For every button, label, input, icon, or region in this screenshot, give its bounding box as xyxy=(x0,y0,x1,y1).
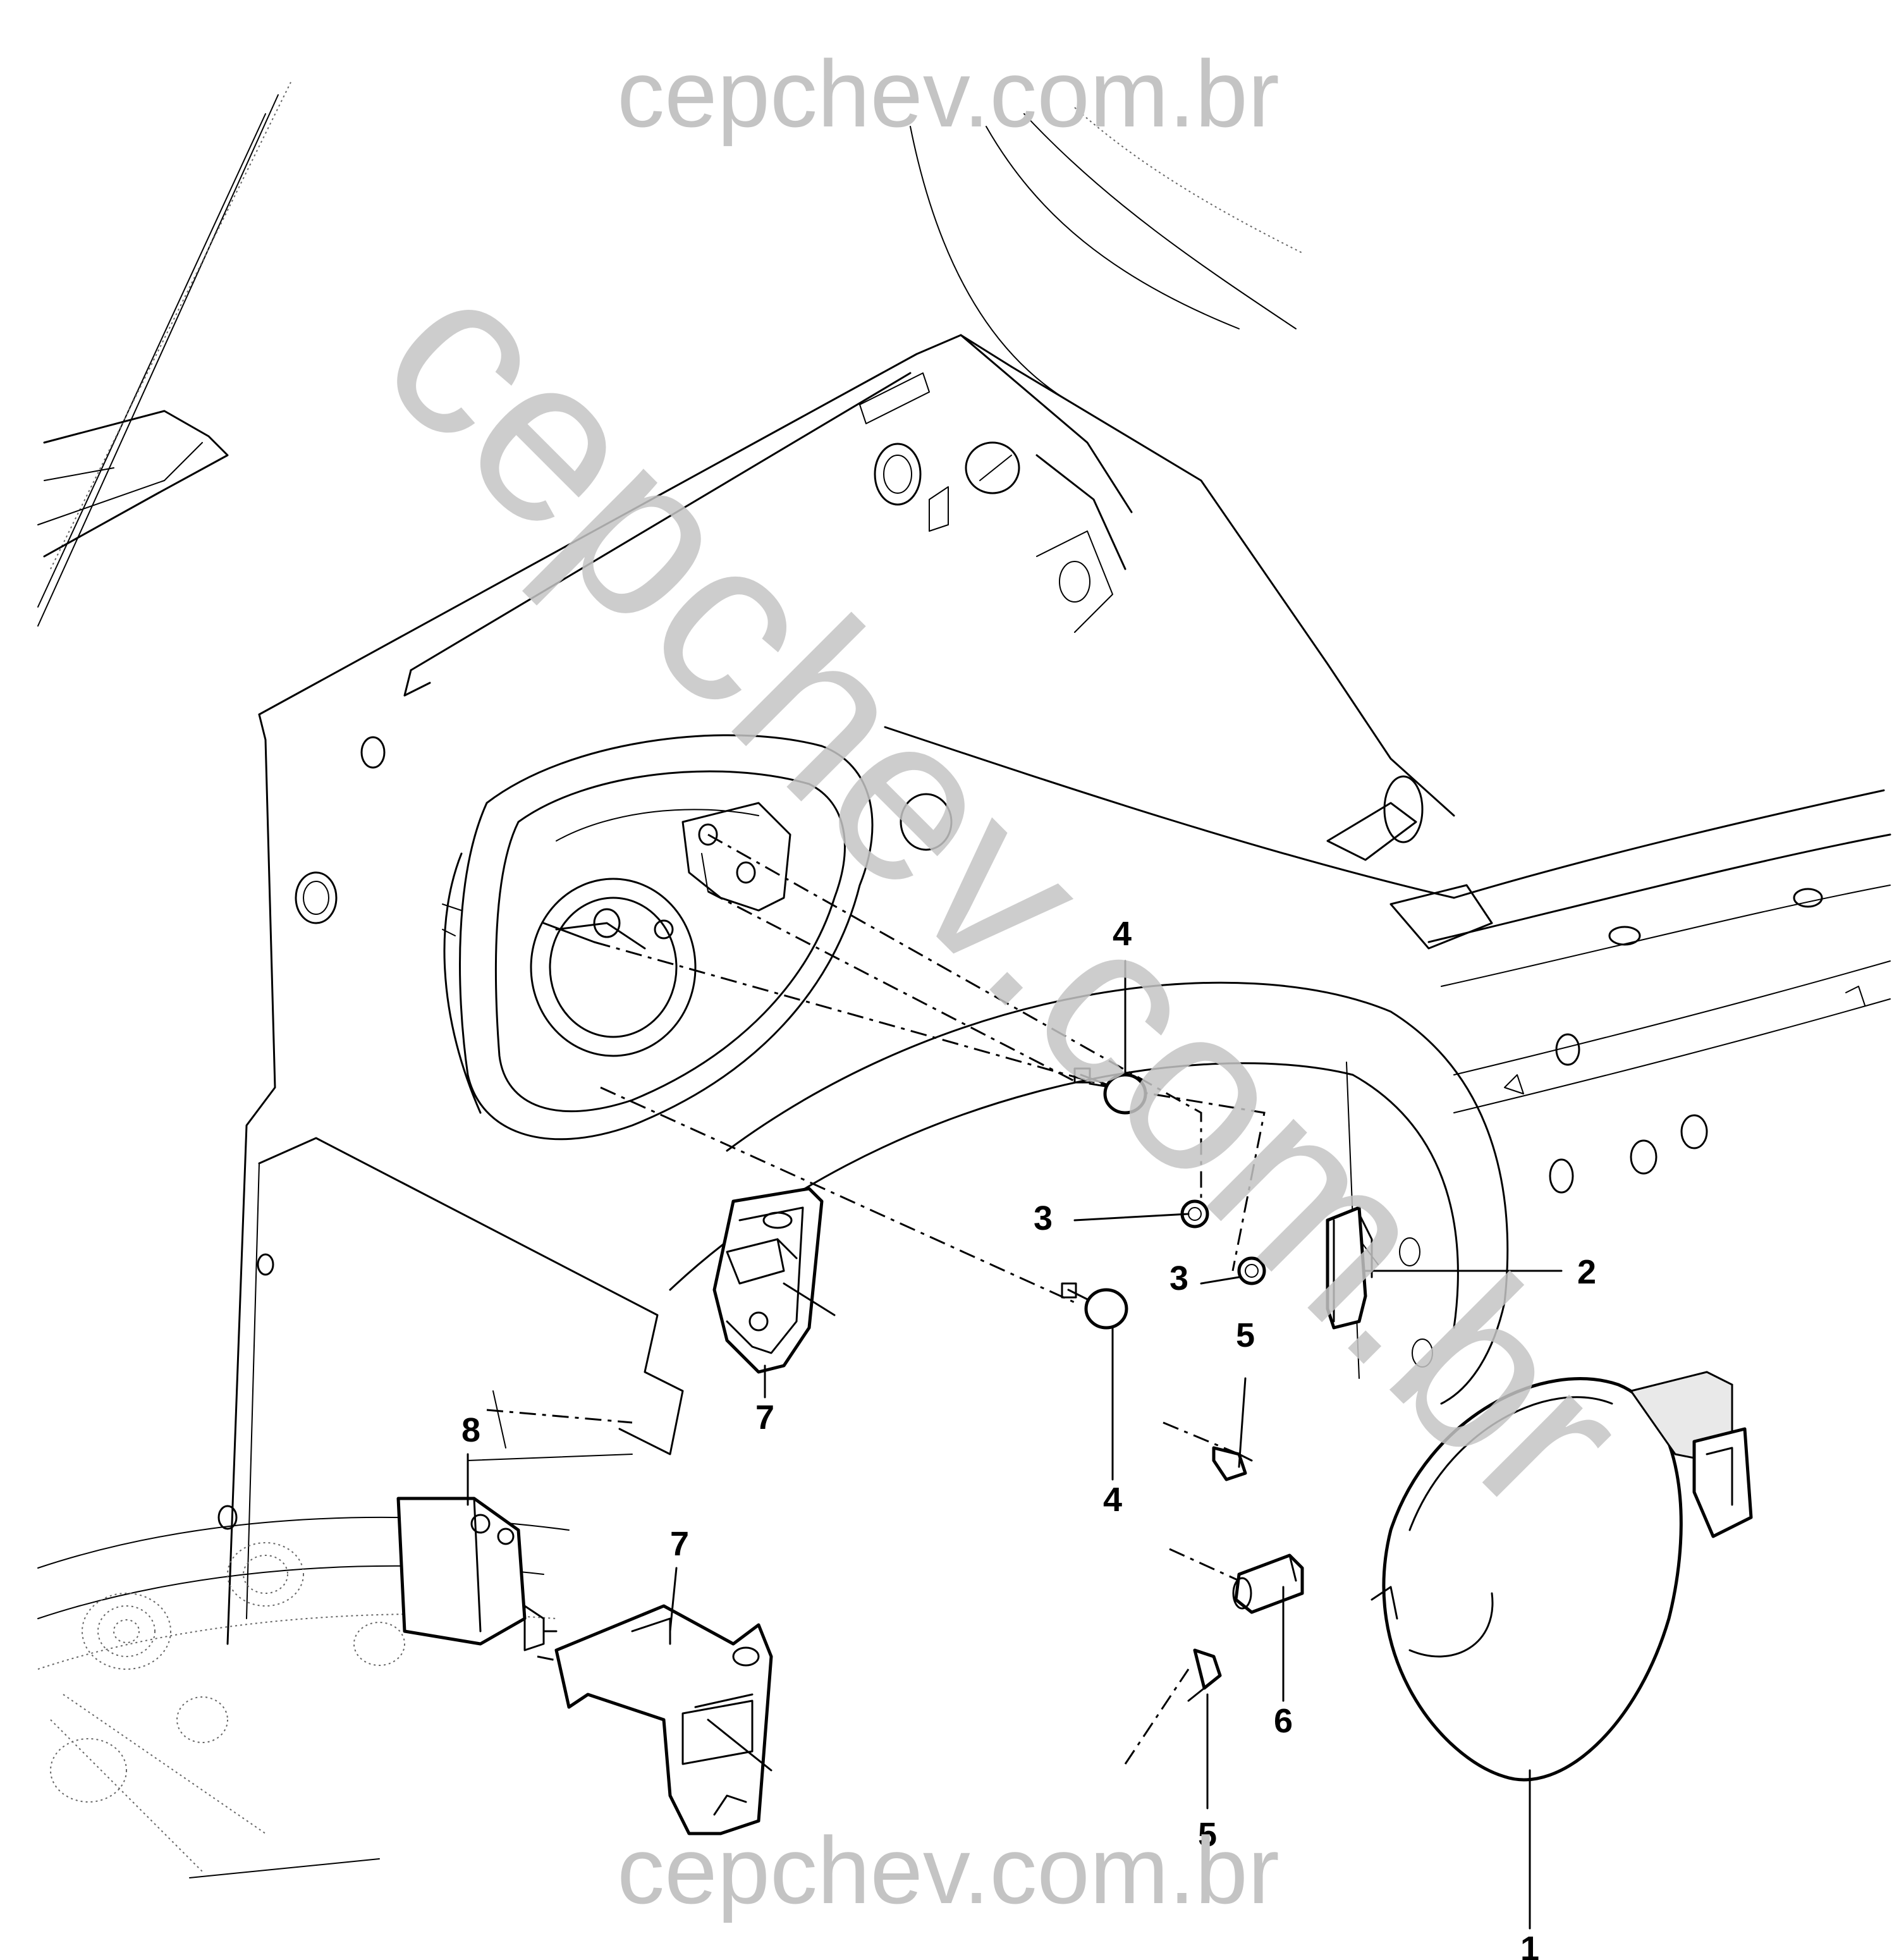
floor-rings xyxy=(50,1542,405,1803)
latch-bracket-upper xyxy=(712,1187,836,1374)
leader-lines xyxy=(467,960,1563,1930)
callout-3-upper: 3 xyxy=(1034,1199,1053,1237)
callouts: 1 2 3 3 4 4 5 5 6 7 7 8 xyxy=(461,915,1596,1960)
assembly-lines xyxy=(486,833,1266,1765)
callout-5-upper: 5 xyxy=(1236,1316,1255,1354)
callout-6: 6 xyxy=(1274,1702,1293,1740)
callout-7-upper: 7 xyxy=(755,1399,774,1436)
callout-2: 2 xyxy=(1577,1253,1596,1291)
callout-5-lower: 5 xyxy=(1198,1816,1217,1854)
pin-lower xyxy=(1187,1648,1222,1702)
callout-8: 8 xyxy=(461,1411,480,1449)
fuel-door xyxy=(1371,1371,1753,1782)
bumper-lower xyxy=(1061,1282,1128,1330)
callout-3-lower: 3 xyxy=(1169,1259,1188,1297)
actuator xyxy=(396,1497,558,1651)
pin-upper xyxy=(1212,1446,1253,1481)
plunger xyxy=(1232,1553,1304,1614)
callout-1: 1 xyxy=(1520,1930,1539,1960)
callout-7-lower: 7 xyxy=(670,1525,689,1563)
callout-4-lower: 4 xyxy=(1103,1481,1122,1519)
latch-housing-lower xyxy=(554,1604,773,1835)
callout-4-upper: 4 xyxy=(1113,915,1132,953)
screw-lower xyxy=(1237,1256,1266,1285)
body-structure xyxy=(37,82,1891,1878)
seal-strip xyxy=(1326,1206,1373,1330)
watermark-top: cepchev.com.br xyxy=(617,40,1279,147)
watermark-bottom: cepchev.com.br xyxy=(617,1817,1279,1923)
